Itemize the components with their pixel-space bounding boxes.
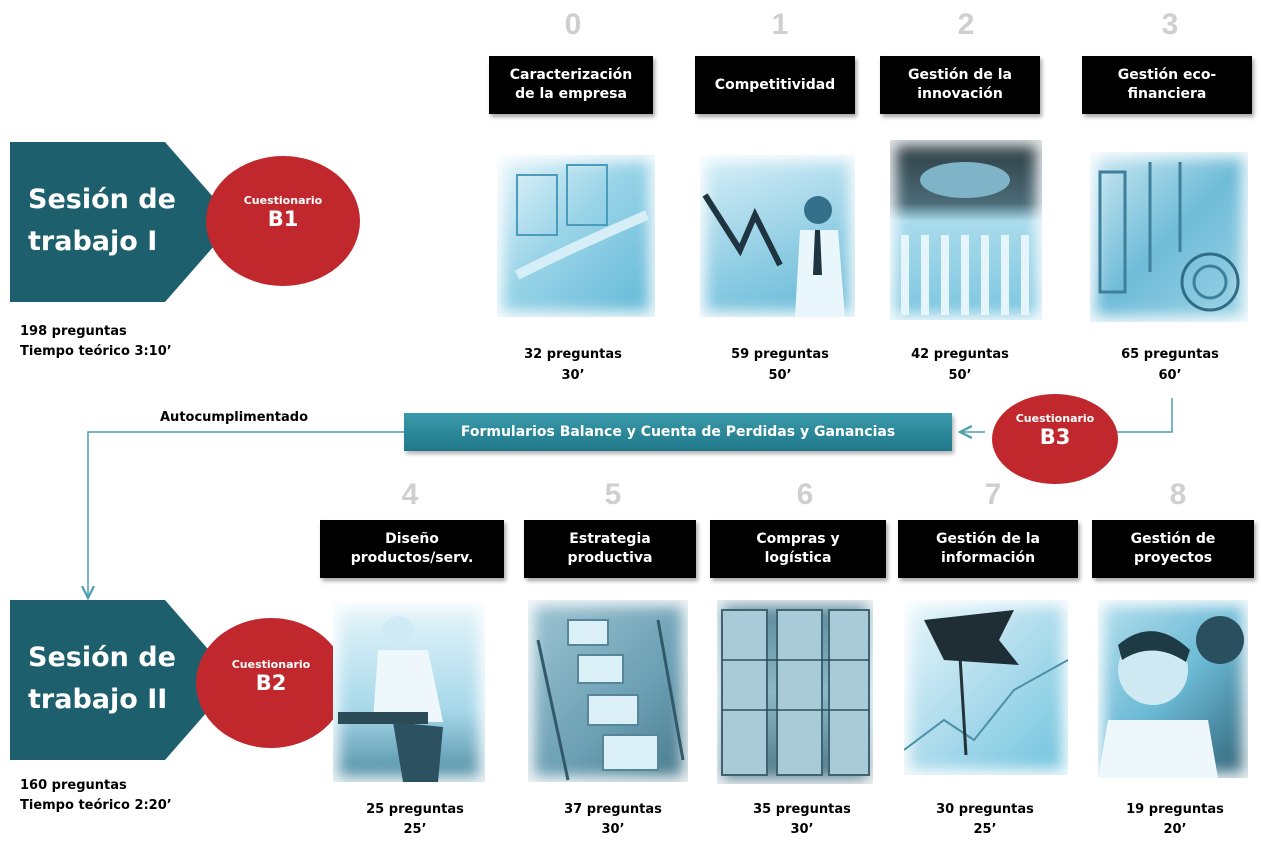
session-2-questions: 160 preguntas: [20, 778, 127, 793]
questionnaire-b2-code: B2: [255, 671, 287, 695]
coins-and-papers-photo: [1090, 152, 1248, 322]
session-2-time: Tiempo teórico 2:20’: [20, 798, 172, 813]
questionnaire-b1-label: Cuestionario: [243, 194, 323, 207]
module-5-number: 5: [604, 478, 622, 511]
session-1-time: Tiempo teórico 3:10’: [20, 344, 172, 359]
module-3-number: 3: [1161, 8, 1179, 41]
module-1-time: 50’: [768, 368, 792, 383]
module-3-questions: 65 preguntas: [1121, 347, 1219, 362]
module-2-number: 2: [957, 8, 975, 41]
module-8-time: 20’: [1163, 822, 1187, 837]
module-3-label: Gestión eco- financiera: [1082, 56, 1252, 114]
module-1-questions: 59 preguntas: [731, 347, 829, 362]
session-2: Sesión de trabajo II: [10, 600, 260, 760]
questionnaire-b1-code: B1: [267, 207, 299, 231]
questionnaire-b3-badge: Cuestionario B3: [992, 394, 1118, 484]
module-0-questions: 32 preguntas: [524, 347, 622, 362]
module-8-number: 8: [1169, 478, 1187, 511]
session-1-questions: 198 preguntas: [20, 324, 127, 339]
hands-and-pencils-photo: [890, 140, 1042, 320]
module-1-label: Competitividad: [695, 56, 855, 114]
module-6-number: 6: [796, 478, 814, 511]
module-4-number: 4: [401, 478, 419, 511]
module-3-time: 60’: [1158, 368, 1182, 383]
module-8-label: Gestión de proyectos: [1092, 520, 1254, 578]
module-1-number: 1: [771, 8, 789, 41]
questionnaire-b3-code: B3: [1039, 425, 1071, 449]
module-0-number: 0: [564, 8, 582, 41]
boxes-conveyor-photo: [528, 600, 688, 782]
filing-cabinet-photo: [497, 155, 655, 317]
session-1-title-line2: trabajo I: [28, 226, 158, 257]
questionnaire-b2-label: Cuestionario: [231, 658, 311, 671]
module-7-time: 25’: [973, 822, 997, 837]
module-5-label: Estrategia productiva: [524, 520, 696, 578]
forms-bar: Formularios Balance y Cuenta de Perdidas…: [404, 413, 952, 451]
session-2-title-line1: Sesión de: [28, 642, 176, 673]
module-2-questions: 42 preguntas: [911, 347, 1009, 362]
woman-writing-photo: [333, 602, 485, 782]
module-5-time: 30’: [601, 822, 625, 837]
flag-on-graph-photo: [904, 600, 1068, 775]
module-6-time: 30’: [790, 822, 814, 837]
session-2-title-line2: trabajo II: [28, 684, 168, 715]
session-1-title-line1: Sesión de: [28, 184, 176, 215]
module-0-time: 30’: [561, 368, 585, 383]
module-4-questions: 25 preguntas: [366, 802, 464, 817]
module-0-label: Caracterización de la empresa: [489, 56, 653, 114]
wooden-pallets-photo: [717, 600, 873, 784]
module-7-label: Gestión de la información: [898, 520, 1078, 578]
self-completed-label: Autocumplimentado: [160, 410, 309, 425]
session-1: Sesión de trabajo I: [10, 142, 260, 302]
module-7-questions: 30 preguntas: [936, 802, 1034, 817]
module-5-questions: 37 preguntas: [564, 802, 662, 817]
module-6-label: Compras y logística: [710, 520, 886, 578]
module-6-questions: 35 preguntas: [753, 802, 851, 817]
questionnaire-b1-badge: Cuestionario B1: [206, 156, 360, 286]
session-2-pentagon: [10, 600, 235, 760]
declining-chart-man-photo: [700, 155, 855, 317]
module-4-time: 25’: [403, 822, 427, 837]
self-completed-connector: [88, 431, 404, 598]
questionnaire-b3-label: Cuestionario: [1015, 412, 1095, 425]
students-photo: [1098, 600, 1248, 778]
questionnaire-b2-badge: Cuestionario B2: [196, 618, 346, 748]
forms-bar-label: Formularios Balance y Cuenta de Perdidas…: [460, 424, 896, 440]
module-2-time: 50’: [948, 368, 972, 383]
module-2-label: Gestión de la innovación: [880, 56, 1040, 114]
module-7-number: 7: [984, 478, 1002, 511]
module-4-label: Diseño productos/serv.: [320, 520, 504, 578]
session-1-pentagon: [10, 142, 235, 302]
b3-connector: [1098, 398, 1173, 433]
module-8-questions: 19 preguntas: [1126, 802, 1224, 817]
